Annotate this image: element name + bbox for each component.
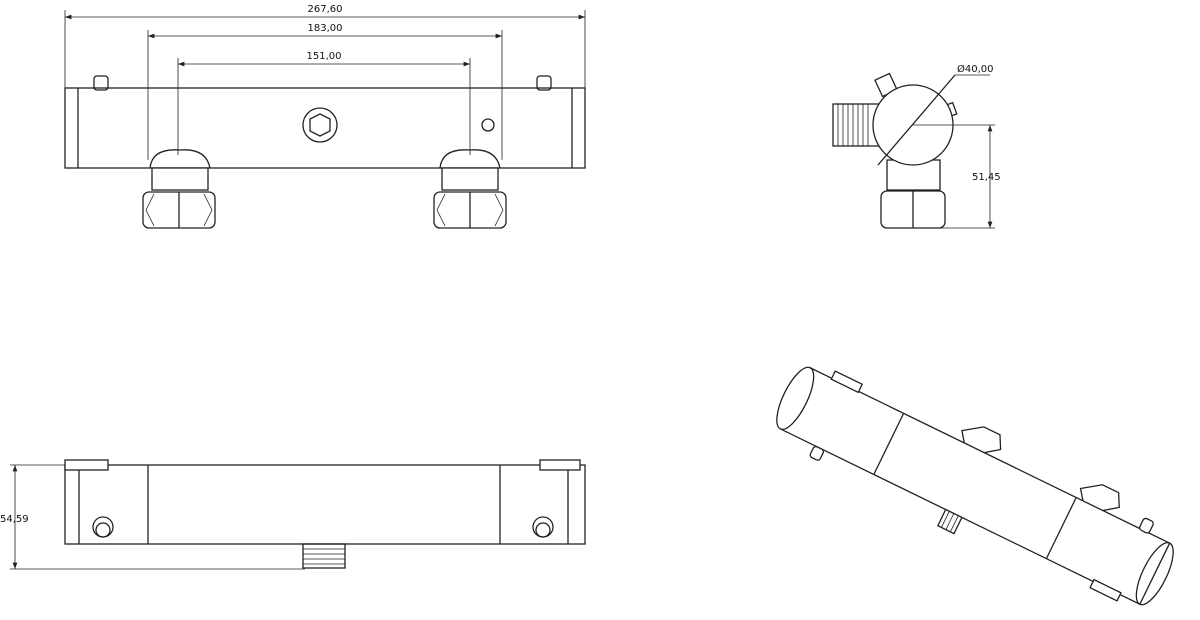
dimension-label: 51,45 [972, 172, 1001, 183]
front-view: 267,60 183,00 151,00 [64, 4, 586, 229]
screw [481, 118, 495, 132]
pin [536, 75, 552, 91]
isometric-view [776, 366, 1174, 606]
dimension-label: 151,00 [307, 51, 342, 62]
dimension-label: 54,59 [0, 514, 29, 525]
thread [302, 543, 346, 569]
side-view: Ø40,00 51,45 [832, 63, 1001, 229]
body [64, 464, 586, 545]
thread [832, 103, 880, 147]
center-nut [302, 107, 338, 143]
dimension-overall: 267,60 [64, 4, 586, 90]
dimension-height: 51,45 [913, 124, 1001, 229]
inlet-left [142, 149, 216, 229]
dimension-label: Ø40,00 [957, 63, 994, 75]
inlet-right [433, 149, 507, 229]
pin [93, 75, 109, 91]
bottom-view: 54,59 [0, 459, 586, 570]
dimension-outer-centers: 183,00 [147, 23, 503, 160]
dimension-label: 267,60 [308, 4, 343, 15]
body [64, 87, 586, 169]
dimension-diameter: Ø40,00 [877, 63, 994, 166]
dimension-label: 183,00 [308, 23, 343, 34]
dimension-depth: 54,59 [0, 464, 305, 570]
dimension-inner-centers: 151,00 [177, 51, 471, 155]
